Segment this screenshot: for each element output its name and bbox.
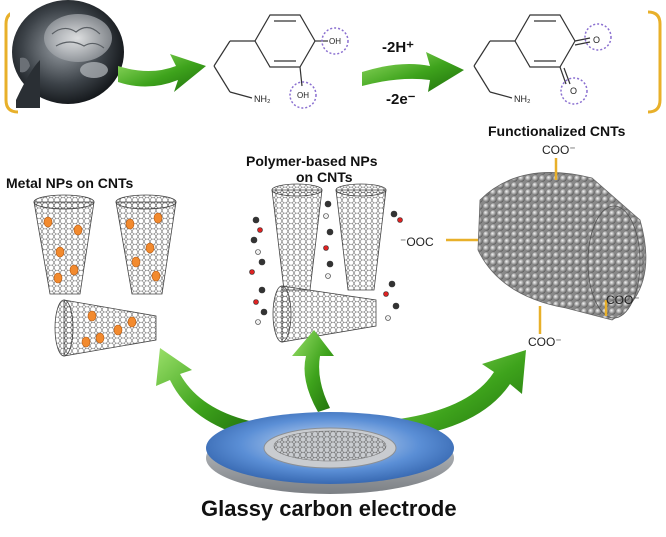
head-brain-image [10,0,124,108]
metal-nps-cnts-image [33,194,177,357]
reactant-molecule [213,14,328,99]
reactant-group-1: OH [329,37,341,46]
arrow-to-polymer [292,330,334,412]
product-molecule [473,14,591,99]
reactant-amine-label: NH₂ [254,94,271,104]
functionalized-cnt-bundle [446,158,647,334]
label-metal-nps: Metal NPs on CNTs [6,175,134,191]
group-bottom-label: COO⁻ [528,335,562,349]
reactant-group-2: OH [297,91,309,100]
arrow-to-metal [156,348,254,438]
condition-protons: -2H⁺ [382,39,414,56]
arrow-to-reactant [118,54,206,92]
highlight-circle-oh-2 [289,81,317,109]
product-group-1: O [593,35,600,45]
product-group-2: O [570,86,577,96]
condition-electrons: -2e⁻ [386,91,416,108]
arrow-oxidation [362,52,464,92]
glassy-carbon-electrode [206,412,454,494]
product-amine-label: NH₂ [514,94,531,104]
label-functionalized-cnts: Functionalized CNTs [488,123,626,139]
highlight-circle-o-1 [584,23,612,51]
label-polymer-nps-line2: on CNTs [296,169,353,185]
bracket-right [647,10,662,114]
highlight-circle-o-2 [560,77,588,105]
label-electrode: Glassy carbon electrode [201,496,457,521]
group-left-label: ⁻OOC [400,235,434,249]
highlight-circle-oh-1 [321,27,349,55]
group-top-label: COO⁻ [542,143,576,157]
polymer-nps-cnts-image [249,183,403,343]
arrow-to-functionalized [392,350,526,438]
group-right-label: COO⁻ [606,293,640,307]
label-polymer-nps-line1: Polymer-based NPs [246,153,378,169]
